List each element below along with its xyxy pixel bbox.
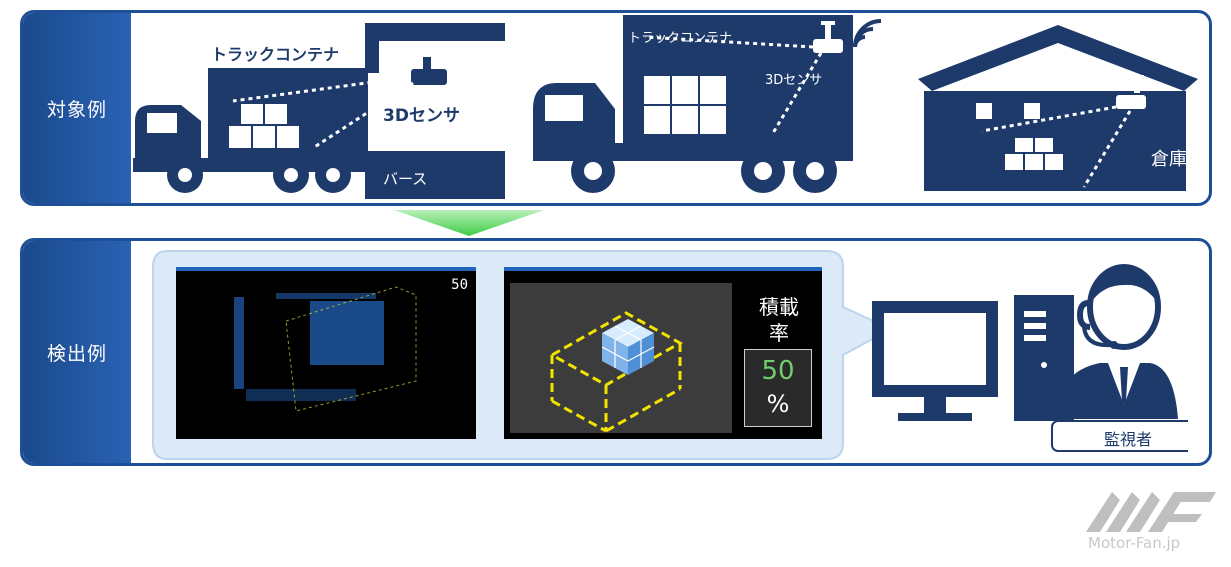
loaded-cube-icon bbox=[601, 319, 655, 375]
sensor-label-2: 3Dセンサ bbox=[765, 73, 823, 88]
target-examples-panel: 対象例 トラックコンテナ 3Dセンサ バース bbox=[20, 10, 1212, 206]
detection-examples-label: 検出例 bbox=[23, 241, 131, 463]
pointcloud-screen: 50 bbox=[176, 267, 476, 439]
warehouse-label: 倉庫 bbox=[1151, 149, 1187, 170]
operator-icon bbox=[1054, 264, 1178, 419]
mf-logo-icon bbox=[1086, 492, 1216, 532]
boxes-icon bbox=[227, 102, 301, 150]
container-label-2: トラックコンテナ bbox=[628, 31, 733, 46]
boxes-icon bbox=[642, 74, 728, 136]
truck-icon bbox=[133, 68, 369, 193]
load-box-visual bbox=[548, 311, 684, 433]
warehouse-icon bbox=[918, 25, 1198, 191]
operator-label: 監視者 bbox=[1103, 430, 1152, 449]
scene-truck-berth bbox=[133, 23, 505, 199]
watermark-text: Motor-Fan.jp bbox=[1088, 534, 1181, 552]
berth-label: バース bbox=[383, 170, 428, 188]
sensor-icon bbox=[1116, 75, 1146, 109]
sensor-view-lines bbox=[232, 75, 414, 150]
sensor-icon bbox=[411, 57, 447, 85]
load-rate-title-line1: 積載 bbox=[759, 295, 799, 319]
monitoring-station bbox=[872, 264, 1188, 452]
boxes-icon bbox=[1003, 136, 1065, 172]
pointcloud-visual bbox=[234, 286, 417, 412]
sensor-label-1: 3Dセンサ bbox=[383, 106, 460, 126]
wifi-icon bbox=[853, 19, 882, 48]
container-label-1: トラックコンテナ bbox=[211, 45, 340, 64]
load-rate-unit: % bbox=[766, 390, 790, 418]
pointcloud-value: 50 bbox=[451, 277, 468, 293]
down-arrow-icon bbox=[394, 210, 544, 236]
result-screen: 積載 率 50 % bbox=[504, 267, 822, 439]
berth-structure bbox=[365, 23, 505, 199]
monitor-icon bbox=[872, 301, 998, 421]
load-rate-value: 50 bbox=[761, 356, 795, 386]
sensor-icon bbox=[813, 21, 843, 53]
load-rate-title-line2: 率 bbox=[769, 321, 789, 345]
result-view-area bbox=[510, 283, 732, 433]
load-rate-box: 50 % bbox=[744, 349, 812, 427]
detection-examples-panel: 検出例 50 bbox=[20, 238, 1212, 466]
scene-truck-sensor bbox=[533, 15, 882, 193]
target-examples-label: 対象例 bbox=[23, 13, 131, 203]
